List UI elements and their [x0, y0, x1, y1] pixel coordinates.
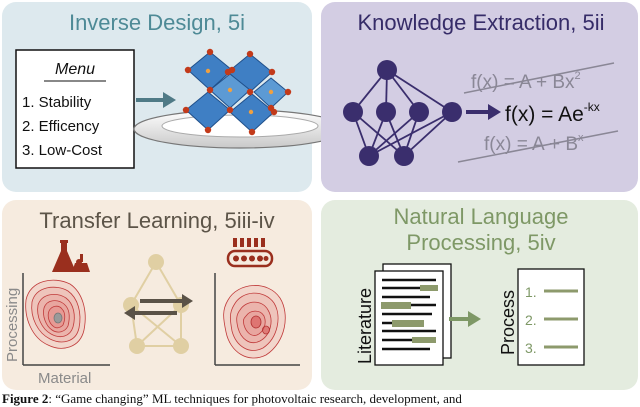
- svg-text:f(x) = A + Bx2: f(x) = A + Bx2: [471, 70, 581, 93]
- panel-transfer-title: Transfer Learning, 5iii-iv: [39, 208, 274, 233]
- perovskite-crystal-icon: [182, 48, 292, 136]
- figure-caption: Figure 2: “Game changing” ML techniques …: [2, 390, 638, 407]
- menu-item-efficency: 2. Efficency: [22, 118, 100, 135]
- contour-plot-right: [214, 273, 300, 366]
- chemistry-flask-icon: [52, 240, 90, 272]
- equation-rejected-1: f(x) = A + Bx2: [463, 62, 615, 94]
- label-process: Process: [498, 290, 518, 355]
- highlighted-text-lines: [381, 285, 438, 343]
- panel-transfer-learning: Transfer Learning, 5iii-iv Processing Ma…: [2, 200, 312, 390]
- process-step-2: 2.: [525, 312, 537, 328]
- process-step-3: 3.: [525, 340, 537, 356]
- axis-label-material: Material: [38, 370, 91, 387]
- panel-inverse-title: Inverse Design, 5i: [69, 10, 245, 35]
- arrow-right-icon: [449, 311, 481, 327]
- panel-nlp: Natural Language Processing, 5iv Literat…: [321, 200, 638, 390]
- process-card: 1. 2. 3.: [517, 268, 585, 366]
- menu-item-low-cost: 3. Low-Cost: [22, 142, 103, 159]
- caption-label: Figure 2: [2, 391, 49, 406]
- menu-title: Menu: [55, 61, 95, 78]
- arrow-right-icon: [466, 104, 501, 120]
- panel-nlp-title-line1: Natural Language: [394, 204, 569, 229]
- transfer-network-icon: [123, 254, 193, 354]
- process-step-1: 1.: [525, 284, 537, 300]
- panel-nlp-title-line2: Processing, 5iv: [406, 230, 555, 255]
- swap-arrows-icon: [124, 294, 193, 320]
- panel-knowledge-title: Knowledge Extraction, 5ii: [357, 10, 604, 35]
- menu-item-stability: 1. Stability: [22, 94, 92, 111]
- equation-rejected-2: f(x) = A + Bx: [457, 130, 619, 163]
- label-literature: Literature: [355, 288, 375, 364]
- panel-knowledge-extraction: Knowledge Extraction, 5ii: [321, 2, 638, 192]
- conveyor-belt-icon: [226, 238, 274, 268]
- neural-network-icon: [343, 60, 462, 166]
- arrow-right-icon: [136, 92, 176, 108]
- svg-text:f(x) = A + Bx: f(x) = A + Bx: [484, 132, 584, 155]
- document-stack-icon: [374, 263, 452, 366]
- equation-selected: f(x) = Ae-kx: [505, 100, 600, 126]
- axis-label-processing: Processing: [4, 288, 21, 362]
- caption-text: : “Game changing” ML techniques for phot…: [48, 391, 462, 406]
- contour-plot-left: Processing Material: [4, 273, 110, 387]
- panel-inverse-design: Inverse Design, 5i Menu 1. Stability 2. …: [2, 2, 347, 192]
- menu-card: Menu 1. Stability 2. Efficency 3. Low-Co…: [15, 49, 135, 169]
